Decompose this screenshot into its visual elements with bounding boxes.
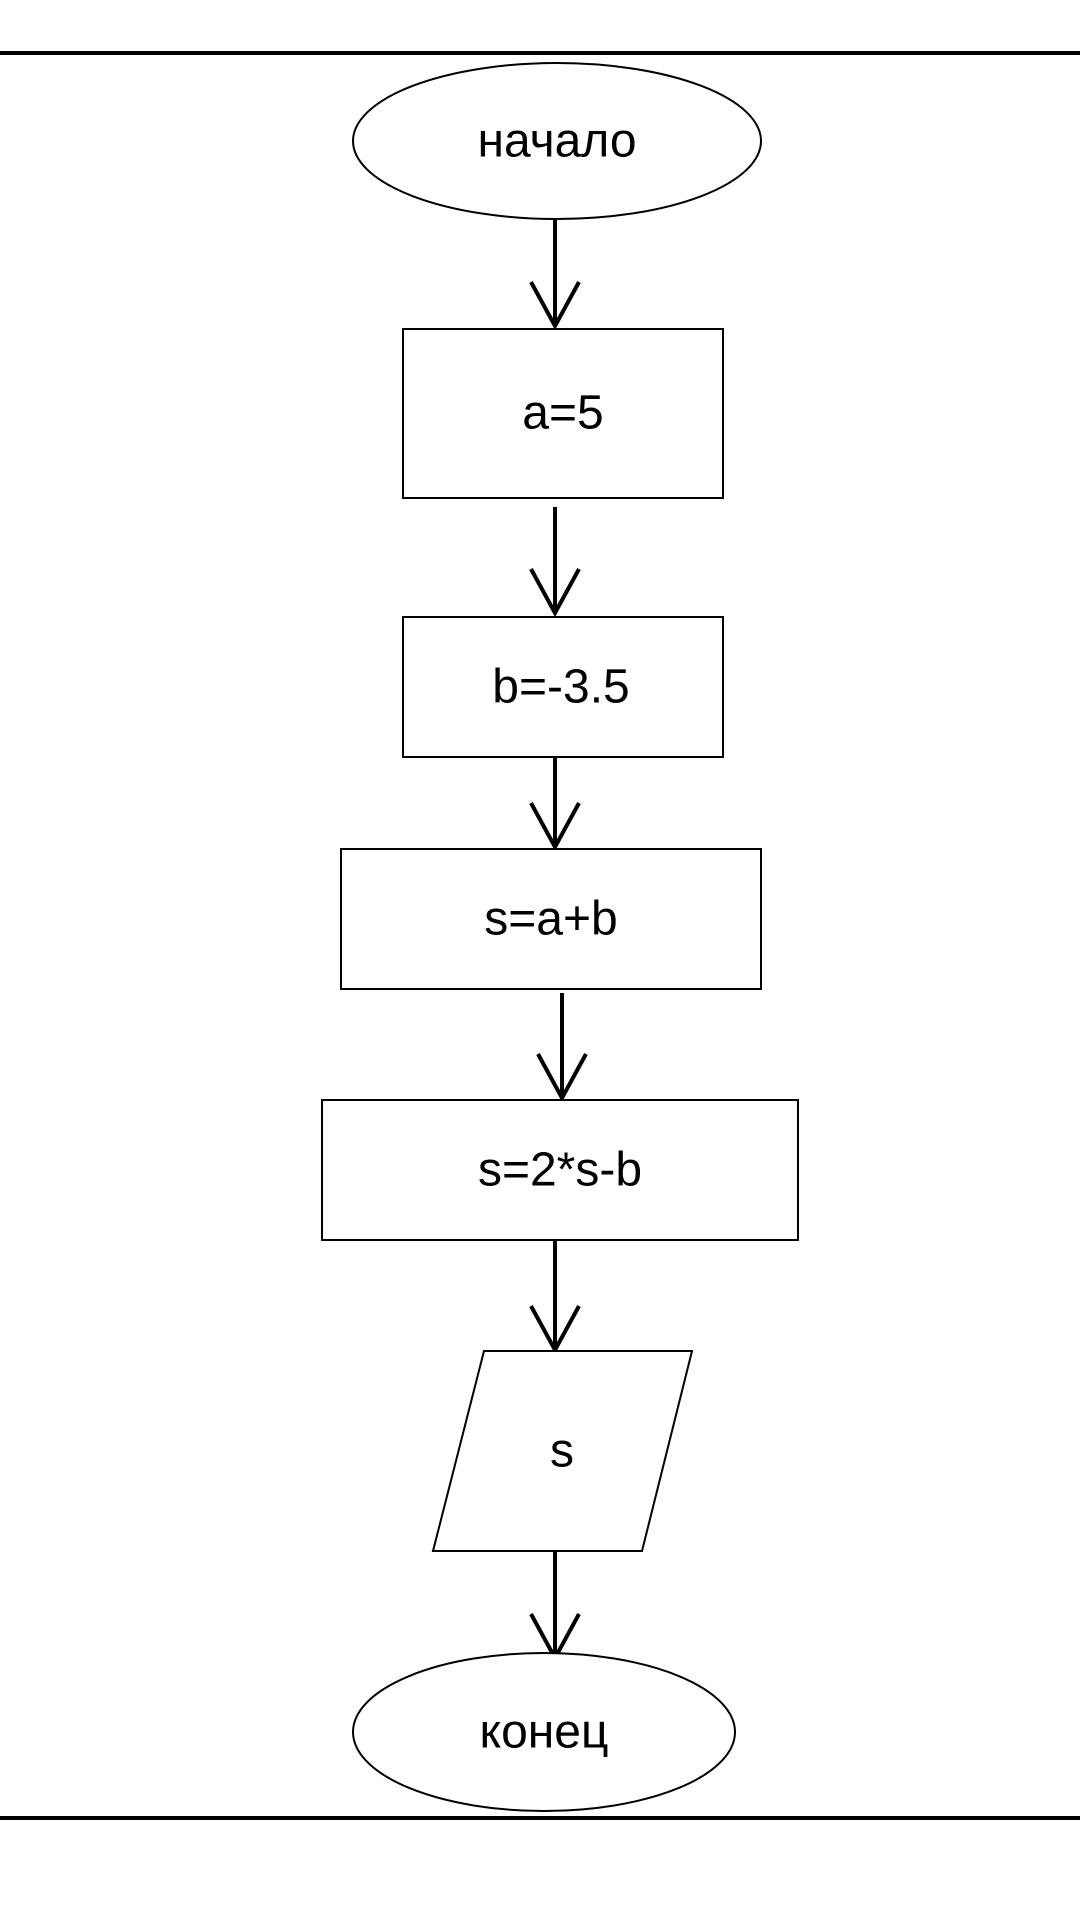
assign-b-node: b=-3.5 (402, 616, 724, 758)
update-label: s=2*s-b (478, 1144, 642, 1197)
assign-b-box (402, 616, 724, 758)
end-ellipse (352, 1652, 736, 1812)
assign-a-node: a=5 (402, 328, 724, 499)
update-node: s=2*s-b (321, 1099, 799, 1241)
assign-a-label: a=5 (522, 387, 603, 440)
arrow-head (529, 281, 581, 331)
assign-b-label: b=-3.5 (492, 661, 629, 714)
arrow-head (529, 568, 581, 618)
connector-update-to-output (529, 1240, 581, 1355)
connector-a-to-b (529, 507, 581, 618)
sum-node: s=a+b (340, 848, 762, 990)
assign-a-box (402, 328, 724, 499)
end-node: конец (352, 1652, 736, 1812)
connector-start-to-a (529, 219, 581, 331)
start-node: начало (352, 62, 762, 220)
connector-b-to-sum (529, 757, 581, 852)
sum-label: s=a+b (484, 893, 617, 946)
start-label: начало (477, 115, 636, 168)
update-box (321, 1099, 799, 1241)
output-node: s (431, 1350, 694, 1552)
arrow-head (529, 802, 581, 852)
output-parallelogram (431, 1350, 694, 1552)
connector-output-to-end (529, 1551, 581, 1663)
arrow-head (536, 1053, 588, 1103)
end-label: конец (480, 1706, 609, 1759)
connector-sum-to-update (536, 993, 588, 1103)
output-label: s (550, 1425, 574, 1478)
sum-box (340, 848, 762, 990)
